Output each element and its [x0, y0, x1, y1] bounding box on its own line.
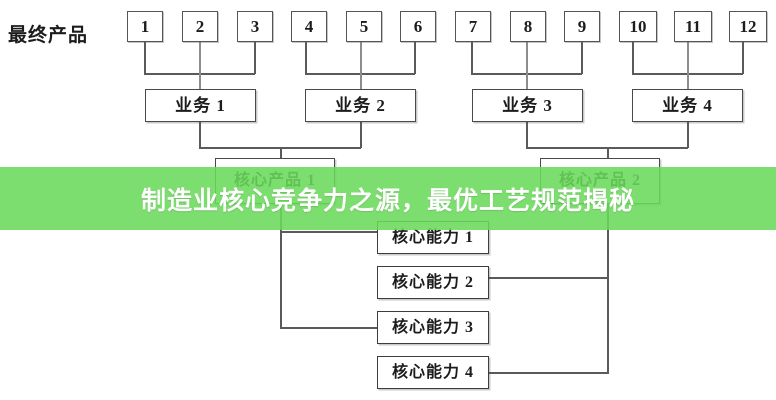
connector-stem-business-1 [199, 42, 201, 90]
connector-branch-capability-3 [280, 327, 378, 329]
final-product-box-7[interactable]: 7 [455, 11, 491, 42]
final-product-box-8[interactable]: 8 [510, 11, 546, 42]
final-product-box-5[interactable]: 5 [346, 11, 382, 42]
core-capability-box-3[interactable]: 核心能力 3 [377, 311, 489, 344]
connector-drop-business-1 [199, 122, 201, 148]
connector-branch-capability-2 [488, 277, 608, 279]
connector-drop-1 [144, 42, 146, 74]
connector-rail-right [607, 204, 609, 374]
connector-stem-business-4 [687, 42, 689, 90]
connector-drop-business-3 [526, 122, 528, 148]
connector-drop-12 [742, 42, 744, 74]
overlay-banner: 制造业核心竞争力之源，最优工艺规范揭秘 [0, 167, 776, 230]
final-product-box-11[interactable]: 11 [674, 11, 712, 42]
connector-stem-business-3 [526, 42, 528, 90]
connector-drop-business-2 [360, 122, 362, 148]
connector-stem-core-product-1 [280, 147, 282, 159]
final-product-box-12[interactable]: 12 [729, 11, 767, 42]
connector-drop-7 [471, 42, 473, 74]
connector-drop-6 [414, 42, 416, 74]
final-product-box-9[interactable]: 9 [564, 11, 600, 42]
connector-branch-capability-4 [488, 372, 608, 374]
business-box-3[interactable]: 业务 3 [472, 89, 583, 122]
business-box-4[interactable]: 业务 4 [632, 89, 743, 122]
overlay-banner-text: 制造业核心竞争力之源，最优工艺规范揭秘 [140, 185, 635, 215]
final-product-box-1[interactable]: 1 [127, 11, 163, 42]
core-capability-box-4[interactable]: 核心能力 4 [377, 356, 489, 389]
final-product-box-2[interactable]: 2 [182, 11, 218, 42]
connector-stem-business-2 [360, 42, 362, 90]
connector-stem-core-product-2 [607, 147, 609, 159]
connector-drop-3 [254, 42, 256, 74]
business-box-2[interactable]: 业务 2 [305, 89, 416, 122]
business-box-1[interactable]: 业务 1 [145, 89, 256, 122]
final-product-box-6[interactable]: 6 [400, 11, 436, 42]
core-capability-box-2[interactable]: 核心能力 2 [377, 266, 489, 299]
final-product-box-3[interactable]: 3 [237, 11, 273, 42]
connector-rail-left [280, 204, 282, 329]
connector-drop-9 [581, 42, 583, 74]
final-product-box-4[interactable]: 4 [291, 11, 327, 42]
connector-drop-4 [305, 42, 307, 74]
connector-branch-capability-1 [280, 231, 378, 233]
row-label-final-products: 最终产品 [8, 25, 89, 46]
final-product-box-10[interactable]: 10 [619, 11, 657, 42]
connector-drop-10 [632, 42, 634, 74]
connector-drop-business-4 [687, 122, 689, 148]
